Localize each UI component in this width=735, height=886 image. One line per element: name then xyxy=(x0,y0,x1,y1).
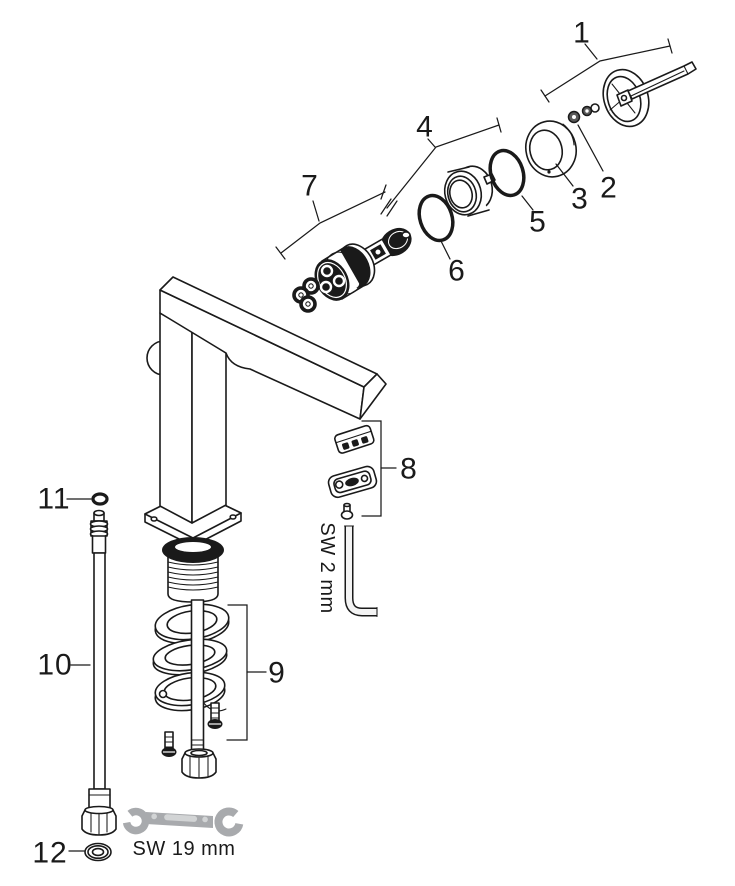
aerator-screw-part xyxy=(340,502,354,520)
callout-label-1: 1 xyxy=(573,17,591,50)
hex-key-size-label: SW 2 mm xyxy=(316,522,338,613)
callout-label-11: 11 xyxy=(37,483,70,516)
callout-leaders xyxy=(66,38,673,852)
adapter-part xyxy=(443,165,496,217)
wrench-tool xyxy=(122,807,244,837)
callout-label-6: 6 xyxy=(448,255,466,288)
aerator-insert-part xyxy=(334,424,375,454)
hex-key-tool xyxy=(343,525,378,618)
callout-label-4: 4 xyxy=(416,111,434,144)
callout-label-2: 2 xyxy=(600,172,618,205)
threaded-rod-part xyxy=(181,599,217,779)
o-ring-5-part xyxy=(488,148,526,198)
mounting-shank-part xyxy=(162,537,224,603)
wrench-size-label: SW 19 mm xyxy=(133,838,236,860)
washer-12-part xyxy=(84,842,112,862)
callout-label-7: 7 xyxy=(301,170,319,203)
callout-label-5: 5 xyxy=(529,206,547,239)
aerator-housing-part xyxy=(327,465,378,499)
faucet-body-part xyxy=(144,276,387,547)
callout-label-8: 8 xyxy=(400,453,418,486)
callout-label-12: 12 xyxy=(32,837,67,870)
screw-set-part xyxy=(567,105,593,124)
handle-pin xyxy=(590,103,600,113)
callout-label-9: 9 xyxy=(268,657,286,690)
seal-set-part xyxy=(292,277,320,313)
callout-label-10: 10 xyxy=(37,649,72,682)
o-ring-11-part xyxy=(91,492,109,506)
o-ring-6-part xyxy=(417,193,455,243)
cartridge-part xyxy=(314,227,412,301)
sleeve-part xyxy=(525,120,577,178)
supply-pipe-part xyxy=(81,509,117,836)
callout-labels: 1 2 3 4 5 6 7 8 9 10 11 12 xyxy=(32,17,618,870)
handle-part xyxy=(590,61,697,128)
callout-label-3: 3 xyxy=(571,183,589,216)
